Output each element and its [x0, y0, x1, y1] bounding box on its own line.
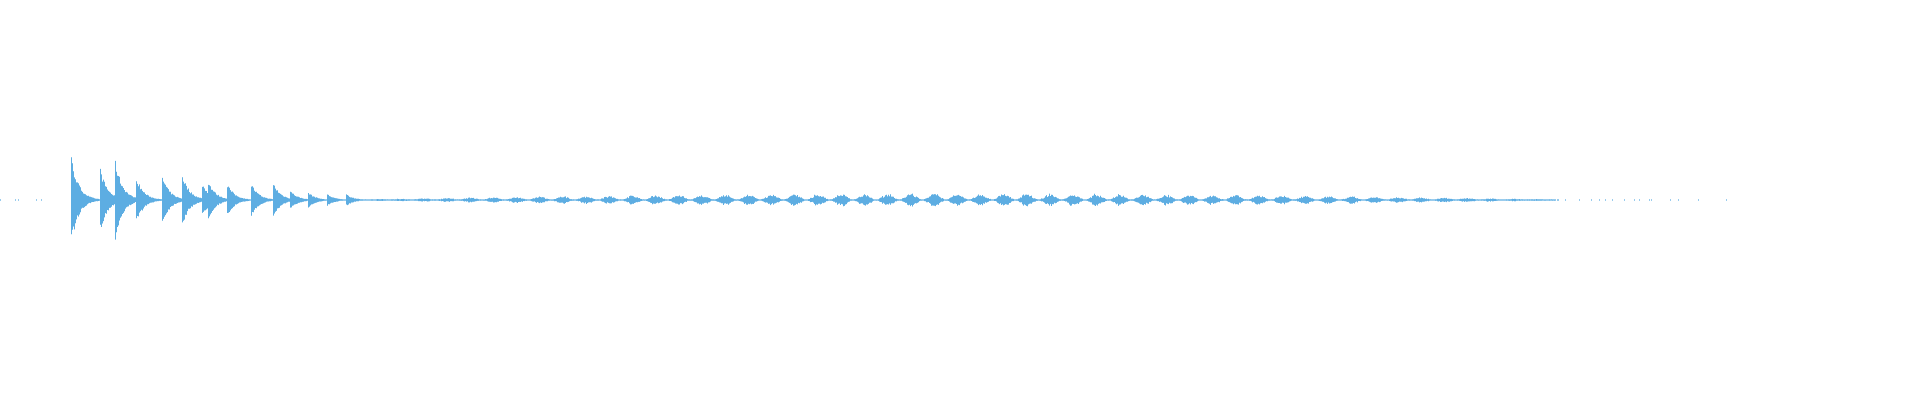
waveform-bars — [0, 157, 1727, 240]
waveform-path — [0, 157, 1727, 240]
